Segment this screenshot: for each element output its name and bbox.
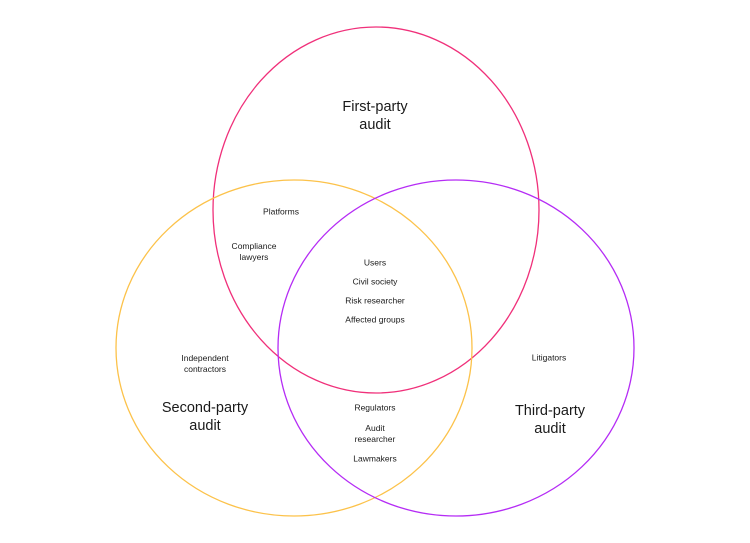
first-party-circle: [212, 26, 540, 394]
item-risk-researcher: Risk researcher: [345, 295, 405, 306]
item-regulators: Regulators: [354, 402, 396, 413]
item-independent-contractors: Independent contractors: [181, 353, 229, 374]
third-party-circle: [277, 179, 635, 517]
item-compliance-lawyers: Compliance lawyers: [231, 241, 277, 262]
third-party-label: Third-party audit: [514, 403, 586, 437]
item-litigators: Litigators: [531, 352, 567, 363]
item-civil-society: Civil society: [352, 276, 398, 287]
first-party-label: First-party audit: [342, 99, 408, 133]
second-party-label: Second-party audit: [161, 400, 249, 434]
item-lawmakers: Lawmakers: [353, 453, 397, 464]
item-audit-researcher: Audit researcher: [354, 423, 396, 444]
item-users: Users: [363, 257, 387, 268]
second-party-circle: [115, 179, 473, 517]
item-affected-groups: Affected groups: [345, 314, 405, 325]
item-platforms: Platforms: [263, 206, 299, 217]
